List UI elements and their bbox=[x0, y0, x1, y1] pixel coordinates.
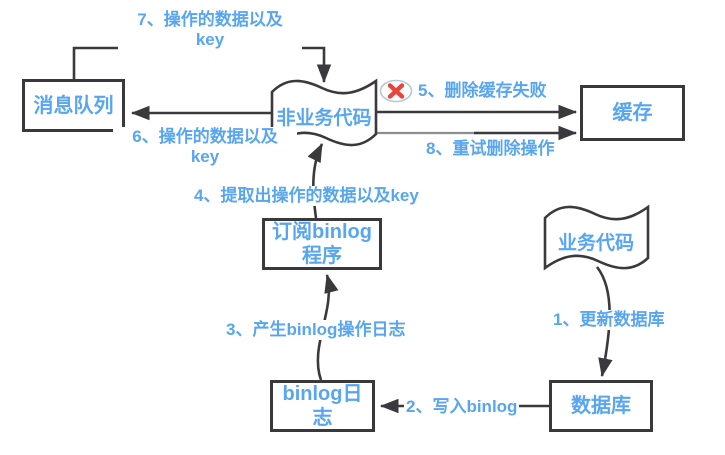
node-subscribe-binlog-label-line1: 订阅binlog bbox=[272, 221, 372, 243]
node-message-queue: 消息队列 bbox=[22, 79, 125, 132]
node-binlog-log: binlog日 志 bbox=[270, 380, 375, 432]
node-database: 数据库 bbox=[549, 380, 653, 432]
node-binlog-log-label-line2: 志 bbox=[312, 407, 333, 429]
node-business-code-label: 业务代码 bbox=[557, 233, 634, 254]
node-subscribe-binlog: 订阅binlog 程序 bbox=[262, 218, 382, 270]
node-cache: 缓存 bbox=[580, 85, 685, 141]
edge-7-label-line1: 7、操作的数据以及 bbox=[137, 10, 283, 29]
edge-6-label: 6、操作的数据以及 key bbox=[113, 127, 297, 167]
node-cache-label: 缓存 bbox=[612, 102, 653, 124]
edge-6-label-line2: key bbox=[190, 147, 220, 166]
edge-4-arrow bbox=[307, 143, 324, 219]
edge-6-label-line1: 6、操作的数据以及 bbox=[132, 127, 278, 146]
edge-8-label: 8、重试删除操作 bbox=[424, 139, 557, 159]
edge-1-label: 1、更新数据库 bbox=[551, 310, 667, 330]
edge-4-label: 4、提取出操作的数据以及key bbox=[192, 186, 421, 206]
edge-3-label: 3、产生binlog操作日志 bbox=[224, 320, 408, 340]
node-database-label: 数据库 bbox=[571, 395, 631, 417]
edge-7-label-line2: key bbox=[195, 30, 225, 49]
node-binlog-log-label-line1: binlog日 bbox=[282, 383, 363, 405]
error-cross-icon bbox=[379, 79, 413, 103]
node-subscribe-binlog-label-line2: 程序 bbox=[302, 245, 342, 267]
node-non-business-code-shape bbox=[270, 78, 378, 148]
node-message-queue-label: 消息队列 bbox=[33, 94, 114, 117]
node-non-business-code-label: 非业务代码 bbox=[276, 108, 372, 129]
node-business-code-shape bbox=[543, 204, 650, 271]
edge-7-arrow bbox=[72, 46, 332, 84]
edge-7-label: 7、操作的数据以及 key bbox=[118, 10, 302, 50]
edge-2-label: 2、写入binlog bbox=[404, 397, 520, 417]
edge-5-label: 5、删除缓存失败 bbox=[416, 81, 549, 101]
